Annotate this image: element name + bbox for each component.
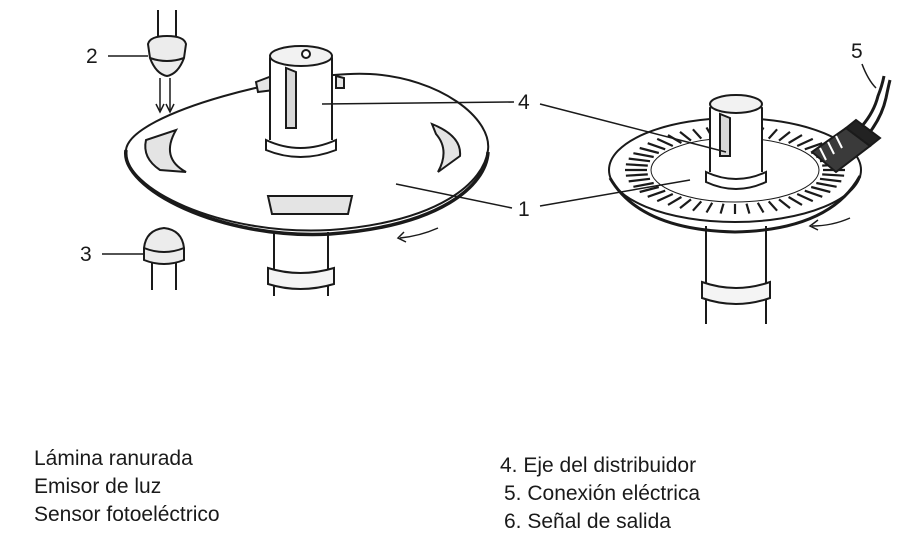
legend-electrical-connection: 5. Conexión eléctrica xyxy=(504,482,701,505)
disc-tooth xyxy=(767,128,778,140)
disc-tooth xyxy=(625,163,648,167)
disc-tooth xyxy=(778,131,791,142)
legend-photo-sensor: Sensor fotoeléctrico xyxy=(34,503,220,526)
disc-tooth xyxy=(804,189,823,198)
disc-tooth xyxy=(788,134,803,144)
pickup-connector xyxy=(810,75,892,174)
legend-left: Lámina ranurada Emisor de luz Sensor fot… xyxy=(34,445,220,529)
disc-tooth xyxy=(705,202,714,214)
disc-tooth xyxy=(756,202,765,214)
left-assembly xyxy=(124,10,490,296)
callout-3: 3 xyxy=(80,243,92,266)
light-emitter xyxy=(146,10,188,78)
legend-distributor-shaft: 4. Eje del distribuidor xyxy=(500,454,697,477)
rotation-arrow-right xyxy=(811,217,851,227)
disc-tooth xyxy=(656,137,674,148)
disc-tooth xyxy=(628,177,651,183)
disc-tooth xyxy=(796,137,814,148)
disc-tooth xyxy=(692,200,703,212)
legend-slotted-disc: Lámina ranurada xyxy=(34,447,193,470)
callout-1: 1 xyxy=(518,198,530,221)
photo-sensor xyxy=(143,226,185,290)
disc-tooth xyxy=(647,189,666,198)
disc-tooth xyxy=(816,181,837,188)
disc-tooth xyxy=(819,177,842,183)
disc-tooth xyxy=(633,181,654,188)
disc-tooth xyxy=(656,192,674,203)
left-lower-shaft xyxy=(267,232,335,296)
disc-tooth xyxy=(633,152,654,159)
disc-tooth xyxy=(804,142,823,151)
callout-2: 2 xyxy=(86,45,98,68)
disc-tooth xyxy=(822,173,845,177)
legend-output-signal: 6. Señal de salida xyxy=(504,510,671,533)
rotation-arrow-left xyxy=(399,227,439,239)
light-beam xyxy=(155,78,175,114)
right-assembly xyxy=(608,75,892,324)
callout-4: 4 xyxy=(518,91,530,114)
callout-5: 5 xyxy=(851,40,863,63)
disc-tooth xyxy=(647,142,666,151)
disc-tooth xyxy=(767,200,778,212)
legend-right: 4. Eje del distribuidor 5. Conexión eléc… xyxy=(500,452,700,536)
disc-tooth xyxy=(778,198,791,209)
disc-tooth xyxy=(692,128,703,140)
right-shaft xyxy=(701,94,771,324)
disc-tooth xyxy=(679,198,692,209)
disc-tooth xyxy=(719,203,725,214)
legend-light-emitter: Emisor de luz xyxy=(34,475,162,498)
disc-tooth xyxy=(796,192,814,203)
disc-tooth xyxy=(628,157,651,163)
disc-tooth xyxy=(667,196,682,206)
left-upper-shaft xyxy=(265,45,337,158)
disc-tooth xyxy=(625,173,648,177)
disc-tooth xyxy=(788,196,803,206)
disc-tooth xyxy=(639,146,660,155)
disc-tooth xyxy=(745,203,751,214)
callout-leaders xyxy=(102,55,877,255)
disc-tooth xyxy=(639,185,660,194)
disc-tooth xyxy=(679,131,692,142)
disc-tooth xyxy=(810,185,831,194)
